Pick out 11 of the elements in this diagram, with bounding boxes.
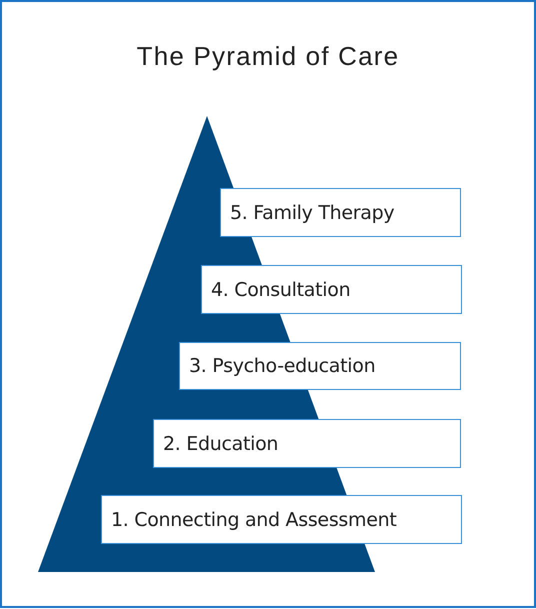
level-box xyxy=(153,419,461,468)
level-box xyxy=(220,188,461,237)
level-label: 2. Education xyxy=(163,432,278,454)
title: The Pyramid of Care xyxy=(136,41,400,72)
level-label: 5. Family Therapy xyxy=(230,202,394,224)
level-box xyxy=(201,265,462,314)
level-label: 4. Consultation xyxy=(211,278,350,300)
level-box xyxy=(101,495,462,544)
level-box xyxy=(179,342,461,390)
level-label: 1. Connecting and Assessment xyxy=(111,508,397,530)
level-label: 3. Psycho-education xyxy=(189,355,376,377)
